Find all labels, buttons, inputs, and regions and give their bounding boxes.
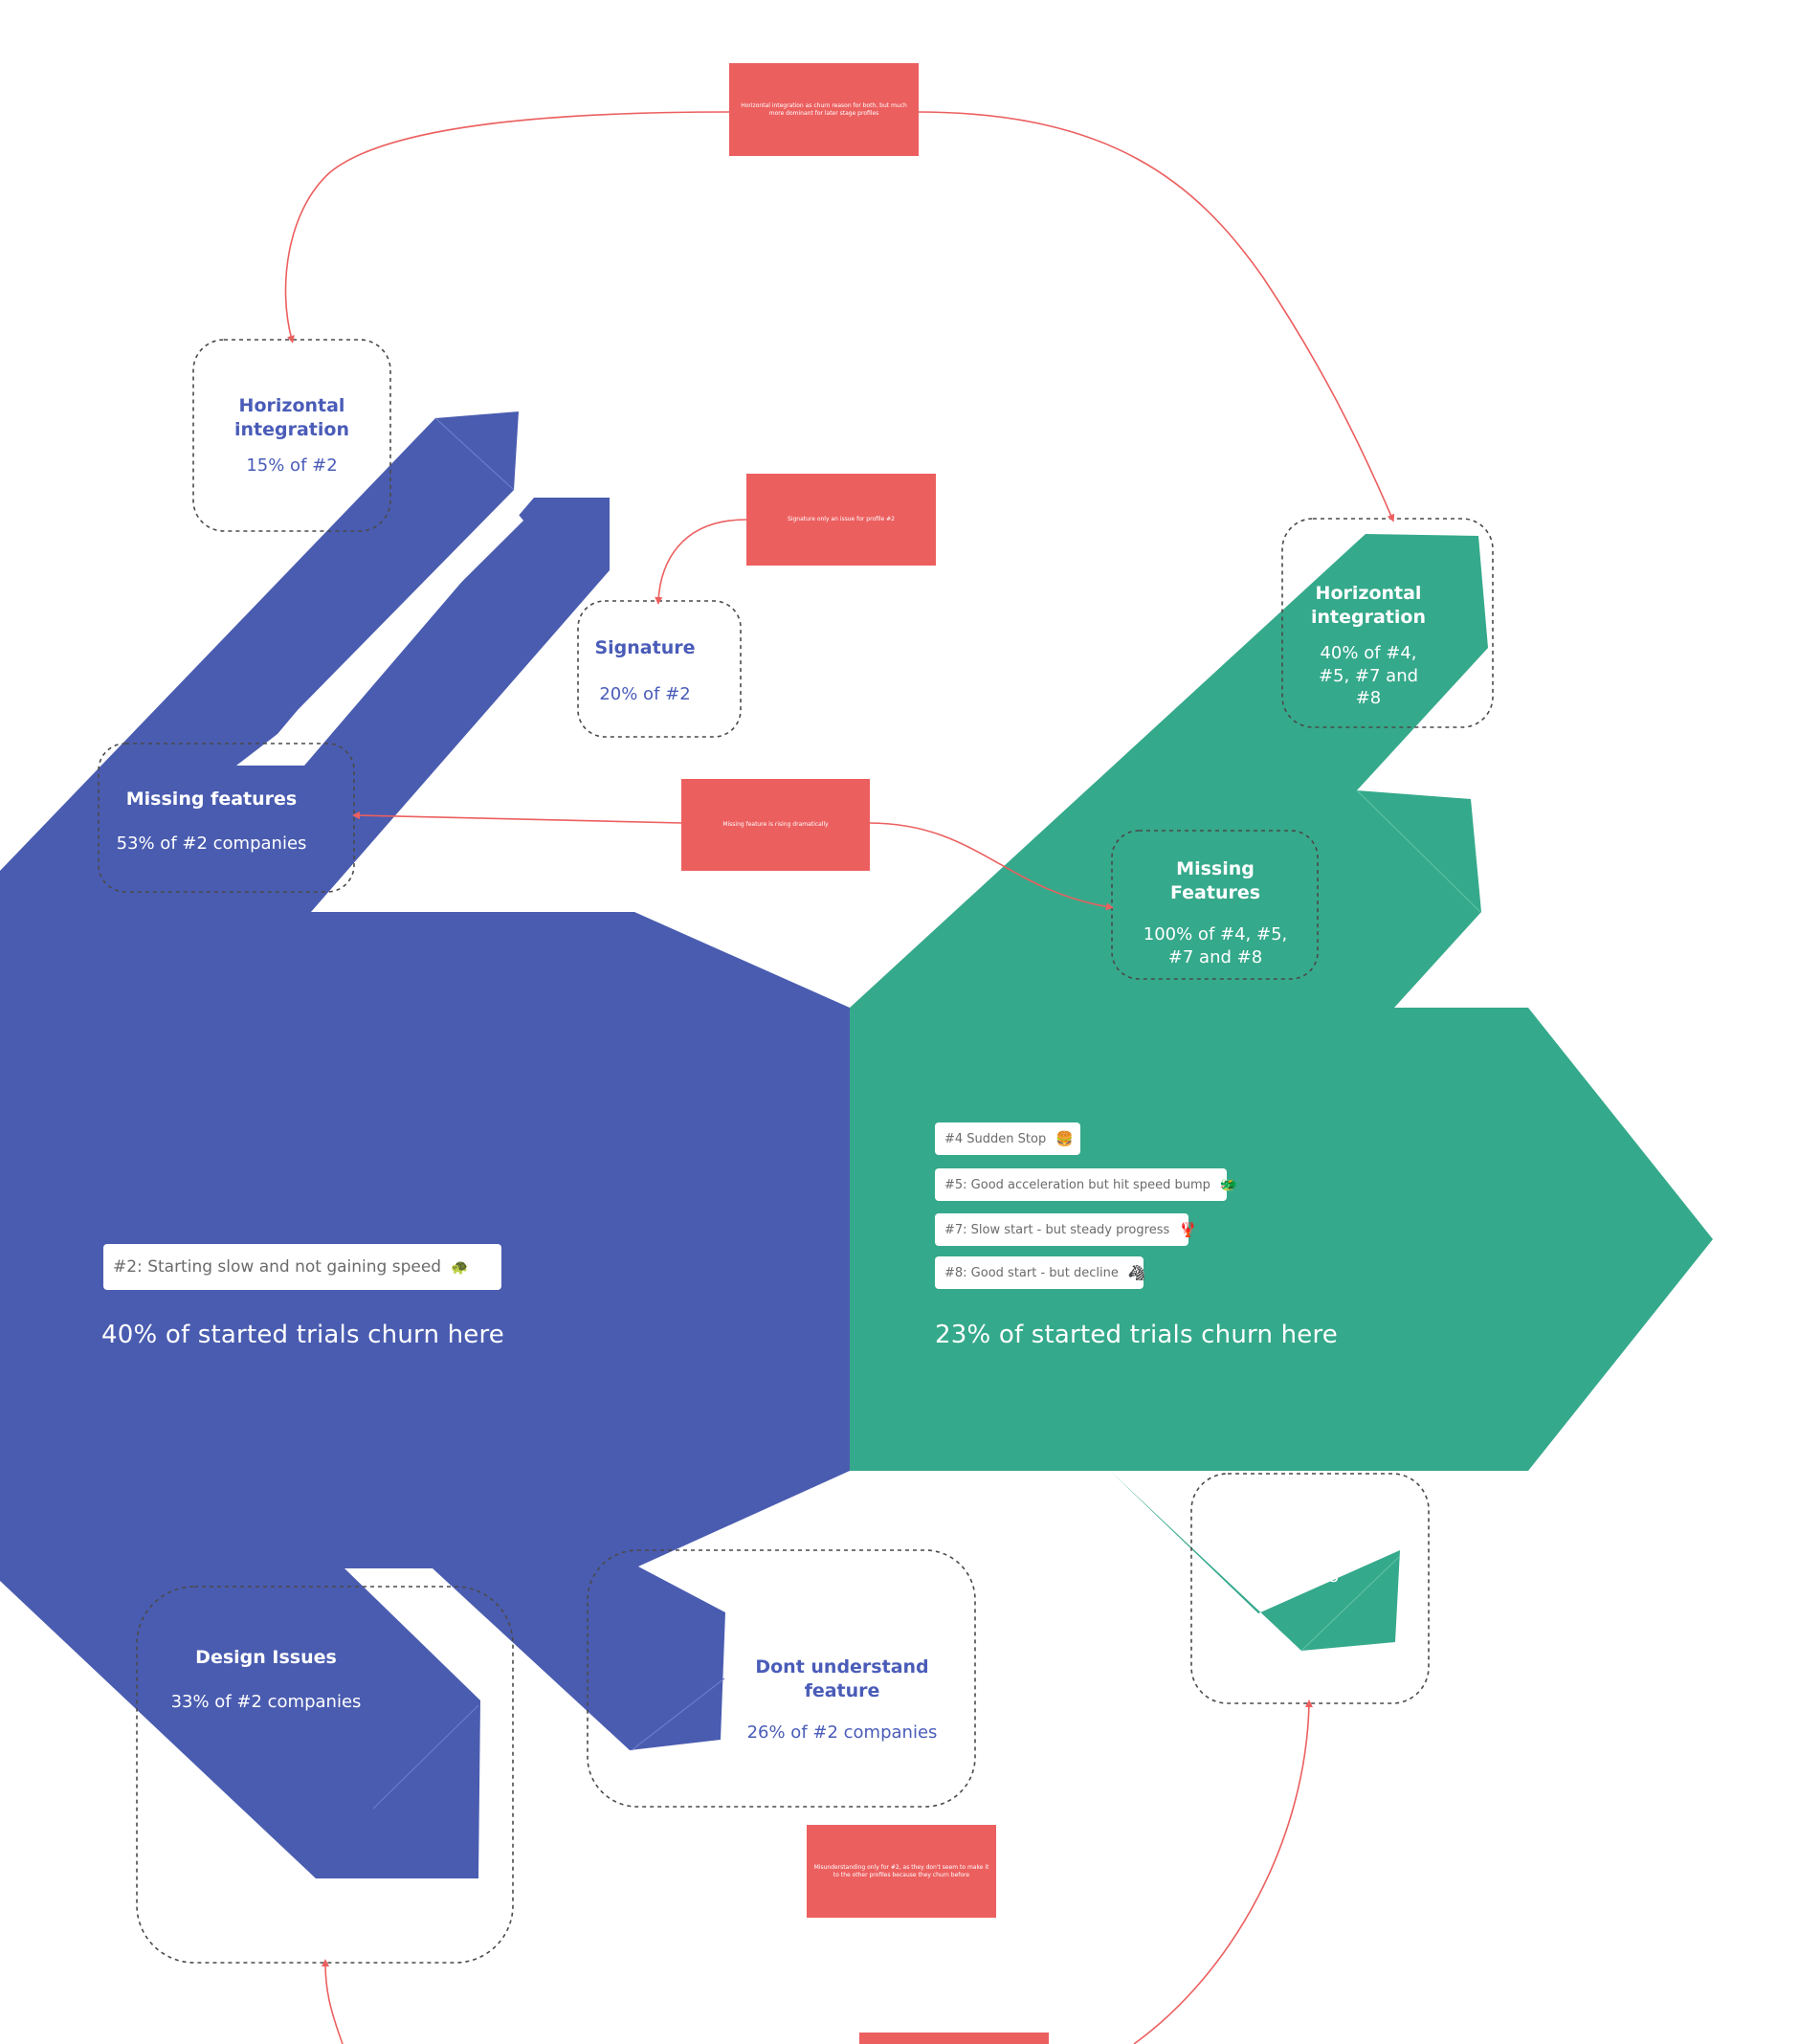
turtle-icon: 🐢 [451, 1258, 469, 1276]
h-int-blue-title: Horizontal integration [234, 395, 349, 440]
dont-understand-sub: 26% of #2 companies [746, 1722, 938, 1744]
blue-main-shape [0, 411, 850, 1878]
green-churn-label: 23% of started trials churn here [935, 1321, 1338, 1349]
signature-label: Signature 20% of #2 [578, 636, 712, 705]
missing-blue-sub: 53% of #2 companies [116, 833, 307, 854]
note-cutoff [859, 2033, 1049, 2044]
dont-understand-title: Dont understand feature [755, 1656, 929, 1701]
profile-tag-8: #8: Good start - but decline 🦓 [935, 1256, 1146, 1289]
profile-tag-2: #2: Starting slow and not gaining speed … [103, 1244, 501, 1290]
profile-tag-4-text: #4 Sudden Stop [944, 1131, 1047, 1146]
missing-green-title: Missing Features [1169, 858, 1261, 903]
profile-tag-5: #5: Good acceleration but hit speed bump… [935, 1168, 1238, 1201]
dont-understand-frame [587, 1549, 976, 1808]
missing-blue-title: Missing features [125, 789, 298, 810]
profile-tag-2-text: #2: Starting slow and not gaining speed [113, 1257, 442, 1277]
arrow-top-to-blue [284, 111, 730, 344]
note-bottom: Misunderstanding only for #2, as they do… [807, 1825, 996, 1918]
missing-blue-label: Missing features 53% of #2 companies [99, 788, 324, 855]
lobster-icon: 🦞 [1179, 1221, 1197, 1238]
arrow-bottom-to-design-blue [322, 1959, 344, 2044]
note-missing: Missing feature is rising dramatically [681, 779, 870, 871]
h-int-blue-label: Horizontal integration 15% of #2 [193, 394, 390, 478]
h-int-green-label: Horizontal integration 40% of #4, #5, #7… [1282, 582, 1455, 710]
profile-tag-7: #7: Slow start - but steady progress 🦞 [935, 1213, 1197, 1246]
h-int-green-frame [1281, 518, 1494, 728]
blue-flow [0, 411, 850, 1878]
profile-tag-8-text: #8: Good start - but decline [944, 1265, 1119, 1280]
arrow-signature [655, 519, 747, 605]
missing-green-sub: 100% of #4, #5, #7 and #8 [1143, 924, 1288, 967]
design-green-sub: 20% of #4, #5, #7 and #8 [1225, 1544, 1359, 1588]
profile-tag-4: #4 Sudden Stop 🍔 [935, 1122, 1080, 1155]
signature-title: Signature [594, 637, 696, 658]
arrow-missing-to-blue [352, 811, 682, 824]
design-blue-frame [136, 1586, 514, 1964]
zebra-icon: 🦓 [1127, 1264, 1146, 1281]
green-main-shape [850, 534, 1713, 1651]
green-flow [850, 534, 1713, 1652]
note-signature: Signature only an issue for profile #2 [746, 474, 936, 566]
h-int-green-title: Horizontal integration [1311, 583, 1426, 628]
dragon-icon: 🐲 [1219, 1176, 1238, 1193]
dont-understand-label: Dont understand feature 26% of #2 compan… [737, 1655, 947, 1744]
design-green-label: Design Issues 20% of #4, #5, #7 and #8 [1210, 1499, 1373, 1588]
burger-icon: 🍔 [1055, 1130, 1074, 1147]
missing-green-label: Missing Features 100% of #4, #5, #7 and … [1129, 857, 1301, 968]
profile-tag-5-text: #5: Good acceleration but hit speed bump [944, 1177, 1210, 1192]
missing-green-frame [1111, 830, 1319, 980]
signature-sub: 20% of #2 [599, 683, 691, 704]
h-int-green-sub: 40% of #4, #5, #7 and #8 [1318, 643, 1419, 709]
design-blue-title: Design Issues [195, 1647, 337, 1668]
design-green-title: Design Issues [1221, 1500, 1363, 1521]
note-top: Horizontal integration as churn reason f… [729, 63, 919, 156]
arrow-bottom-to-design-green [1133, 1700, 1313, 2044]
design-blue-sub: 33% of #2 companies [170, 1691, 362, 1712]
design-green-frame [1190, 1473, 1430, 1704]
h-int-blue-frame [192, 339, 391, 532]
h-int-blue-sub: 15% of #2 [246, 455, 338, 477]
arrow-missing-to-green [868, 822, 1114, 911]
design-blue-label: Design Issues 33% of #2 companies [156, 1646, 376, 1713]
profile-tag-7-text: #7: Slow start - but steady progress [944, 1222, 1170, 1237]
blue-churn-label: 40% of started trials churn here [101, 1321, 504, 1349]
arrow-top-to-green [916, 111, 1395, 522]
